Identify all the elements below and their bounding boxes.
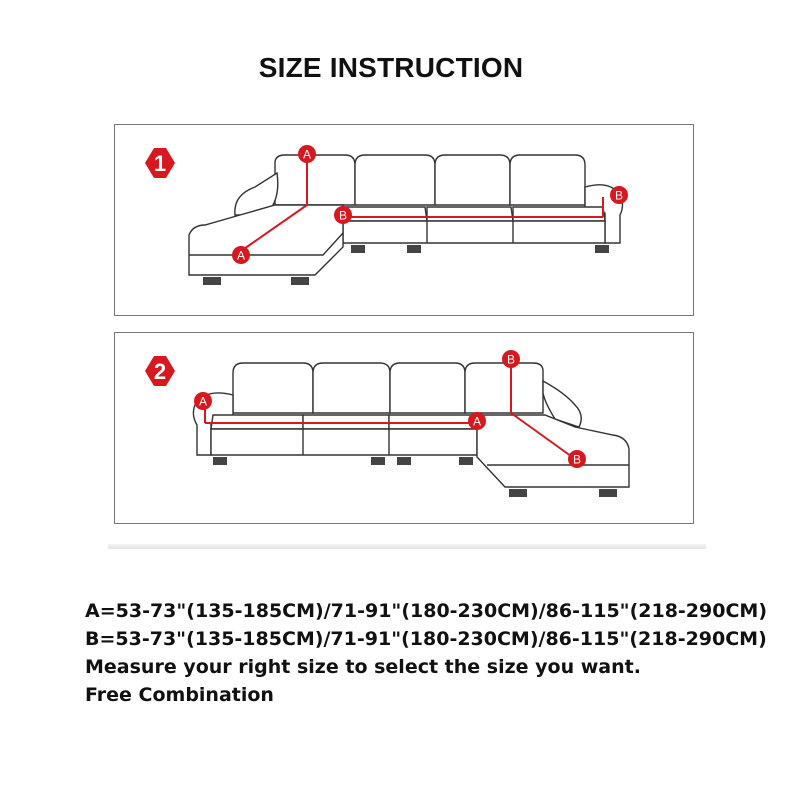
marker-a-bottom: A [232, 246, 250, 264]
marker-a-top: A [298, 145, 316, 163]
svg-text:B: B [573, 453, 581, 467]
divider [108, 544, 706, 549]
marker-a-right: A [468, 412, 486, 430]
diagram-panel-1: 1 A A B B [114, 124, 694, 316]
step-1-number: 1 [154, 151, 166, 176]
diagram-panel-2: 2 A A B B [114, 332, 694, 524]
step-2-number: 2 [154, 359, 166, 384]
free-combination-note: Free Combination [85, 684, 274, 706]
svg-text:A: A [199, 395, 207, 409]
svg-text:A: A [473, 415, 481, 429]
svg-text:A: A [237, 249, 245, 263]
spec-line-a: A=53-73"(135-185CM)/71-91"(180-230CM)/86… [85, 600, 767, 622]
step-1-badge [145, 148, 175, 178]
sofa-diagram-1: 1 A A B B [145, 145, 628, 285]
svg-text:B: B [507, 353, 515, 367]
marker-a-left: A [194, 392, 212, 410]
marker-b-bottom: B [568, 450, 586, 468]
spec-line-b: B=53-73"(135-185CM)/71-91"(180-230CM)/86… [85, 628, 767, 650]
measure-note: Measure your right size to select the si… [85, 656, 641, 678]
sofa-outline-2 [192, 362, 630, 497]
svg-text:B: B [615, 189, 623, 203]
marker-b-right: B [610, 186, 628, 204]
step-2-badge [145, 356, 175, 386]
marker-b-top: B [502, 350, 520, 368]
svg-text:A: A [303, 148, 311, 162]
sofa-outline-1 [188, 154, 624, 285]
svg-text:B: B [339, 209, 347, 223]
marker-b-left: B [334, 206, 352, 224]
page-title: SIZE INSTRUCTION [258, 52, 524, 83]
sofa-diagram-2: 2 A A B B [145, 350, 630, 497]
